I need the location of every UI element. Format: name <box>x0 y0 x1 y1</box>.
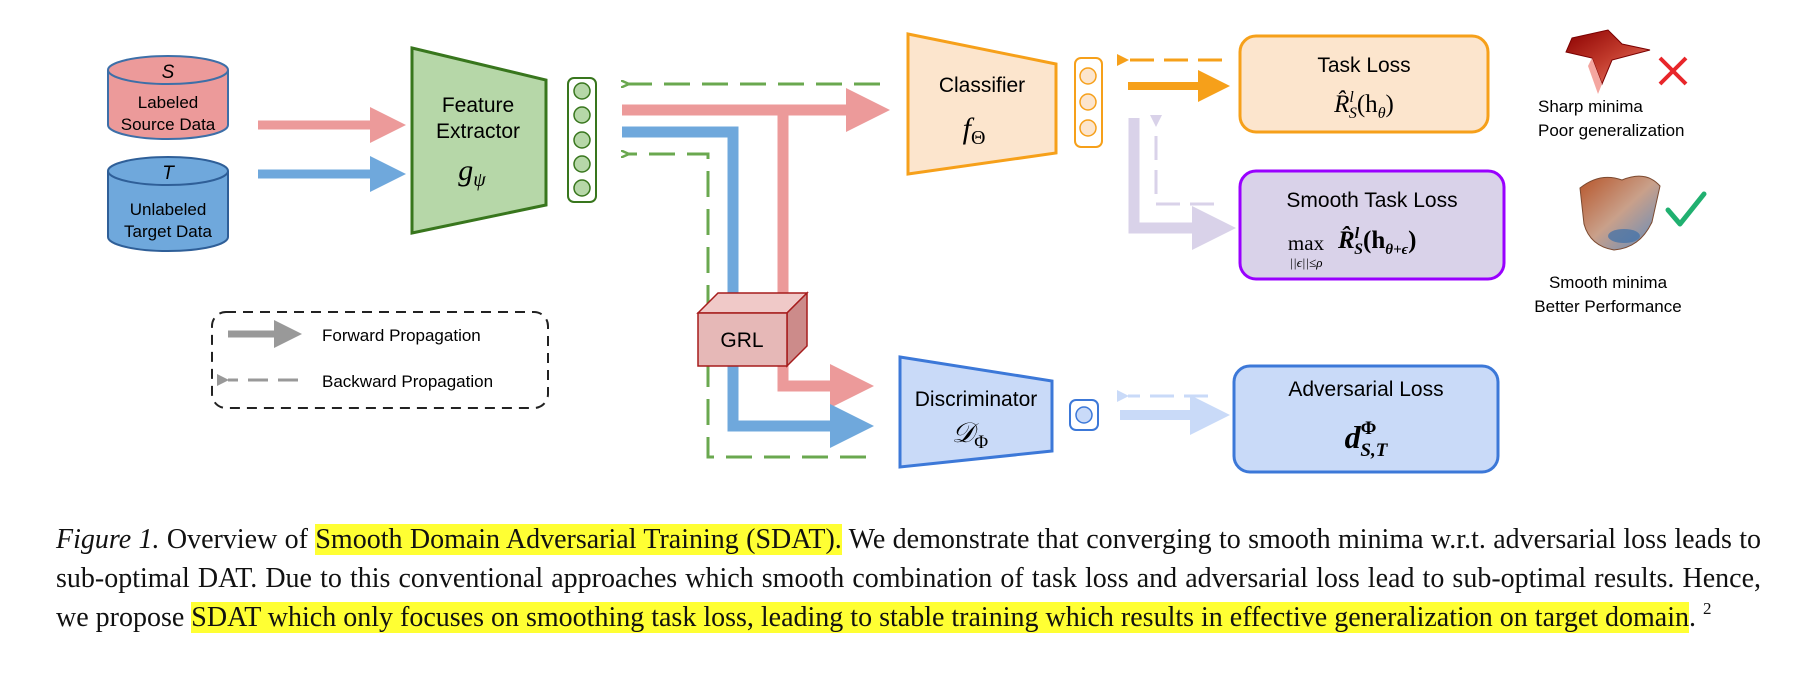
adversarial-loss-label: Adversarial Loss <box>1288 378 1443 401</box>
caption-figure-label: Figure 1. <box>56 524 160 555</box>
target-data-cylinder: T Unlabeled Target Data <box>107 156 229 252</box>
legend: Forward Propagation Backward Propagation <box>211 311 549 409</box>
cross-icon <box>1658 56 1688 86</box>
smooth-loss-backward-arrow <box>1150 115 1214 206</box>
source-symbol: S <box>162 62 175 83</box>
caption-footnote-marker: 2 <box>1703 599 1712 618</box>
smooth-loss-forward-arrow <box>1128 118 1236 250</box>
source-to-discriminator-arrow <box>777 110 874 408</box>
feature-vector <box>567 77 597 203</box>
sharp-minima-line1: Sharp minima <box>1538 97 1643 116</box>
caption-highlight-sdat: Smooth Domain Adversarial Training (SDAT… <box>315 524 842 555</box>
target-symbol: T <box>162 163 175 184</box>
legend-forward-label: Forward Propagation <box>322 326 481 345</box>
source-label-line1: Labeled <box>138 93 199 112</box>
feature-extractor-math: gψ <box>458 154 486 191</box>
smooth-task-loss-label: Smooth Task Loss <box>1286 189 1457 212</box>
target-to-discriminator-arrow <box>622 126 874 448</box>
smooth-loss-max-constraint: ||ϵ||≤ρ <box>1290 255 1323 270</box>
smooth-minima-line2: Better Performance <box>1534 297 1681 316</box>
classifier-output-vector <box>1074 57 1103 148</box>
discriminator: Discriminator 𝒟Φ <box>898 355 1054 469</box>
target-label-line1: Unlabeled <box>130 200 207 219</box>
grl-block: GRL <box>696 291 809 368</box>
discriminator-output-node <box>1069 399 1099 431</box>
sharp-minima-figure: Sharp minima Poor generalization <box>1538 29 1688 140</box>
source-label-line2: Source Data <box>121 115 216 134</box>
feature-extractor-line2: Extractor <box>436 120 520 143</box>
caption-text-a: Overview of <box>159 524 316 555</box>
sharp-minima-line2: Poor generalization <box>1538 121 1684 140</box>
target-label-line2: Target Data <box>124 222 212 241</box>
check-icon <box>1665 191 1707 227</box>
grl-label: GRL <box>720 329 763 352</box>
source-data-cylinder: S Labeled Source Data <box>107 55 229 140</box>
feature-extractor-line1: Feature <box>442 94 514 117</box>
legend-backward-label: Backward Propagation <box>322 372 493 391</box>
smooth-minima-line1: Smooth minima <box>1549 273 1668 292</box>
discriminator-label: Discriminator <box>915 388 1038 411</box>
caption-text-c: . <box>1689 602 1697 633</box>
caption-text-b: We demonstrate that converging to smooth… <box>56 524 1761 633</box>
sdat-diagram: S Labeled Source Data T Unlabeled Target… <box>107 29 1707 474</box>
smooth-minima-figure: Smooth minima Better Performance <box>1534 175 1707 316</box>
smooth-loss-max-op: max <box>1288 231 1325 255</box>
caption-highlight-proposal: SDAT which only focuses on smoothing tas… <box>191 602 1690 633</box>
task-loss-label: Task Loss <box>1317 54 1410 77</box>
feature-extractor: Feature Extractor gψ <box>410 46 548 235</box>
figure-caption: Figure 1. Overview of Smooth Domain Adve… <box>56 520 1761 637</box>
classifier: Classifier fΘ <box>906 32 1058 176</box>
classifier-label: Classifier <box>939 74 1025 97</box>
